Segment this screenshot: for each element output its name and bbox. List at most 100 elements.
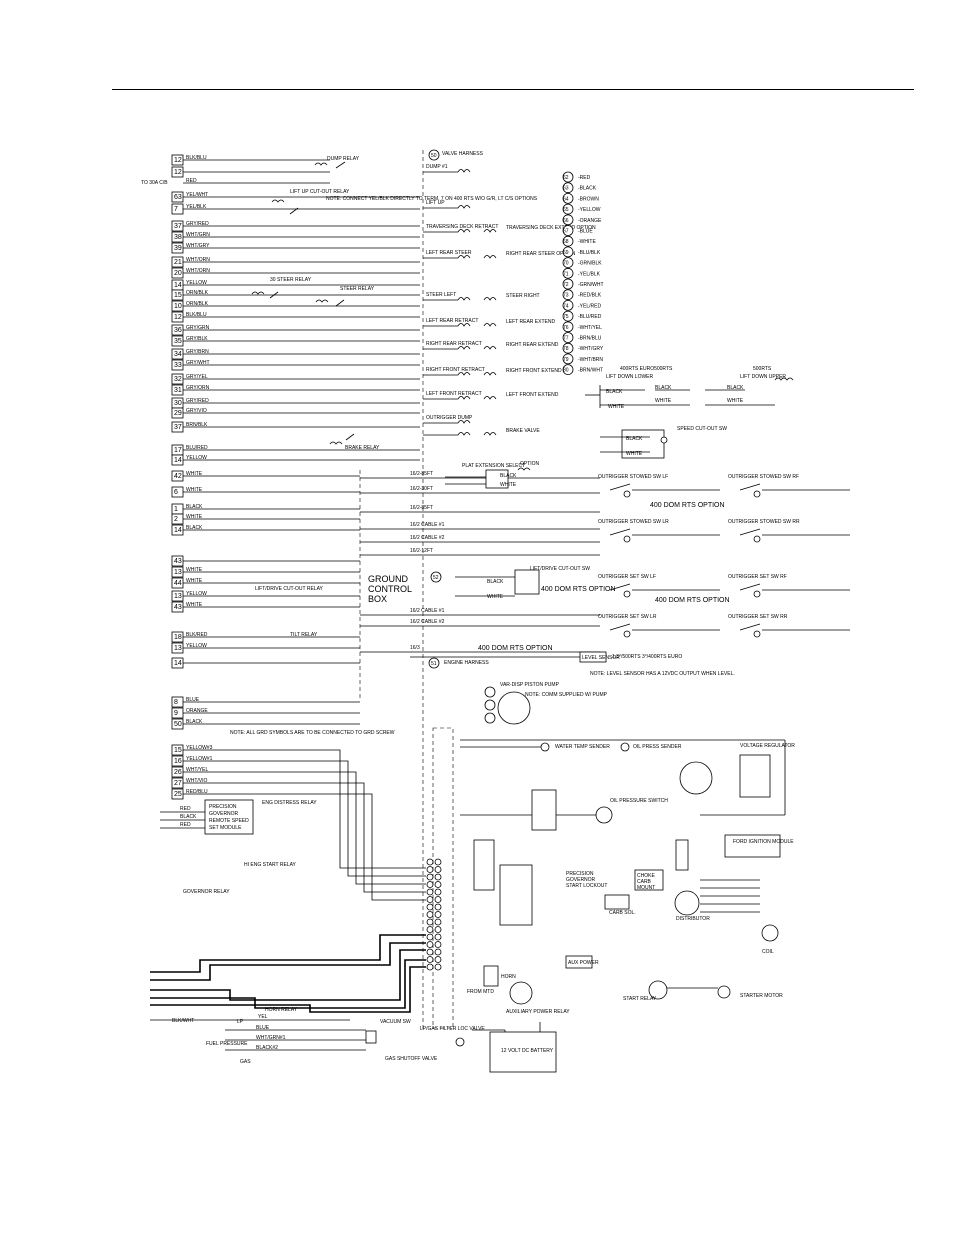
wire-code-number: 65 <box>563 207 569 213</box>
terminal-number: 38 <box>174 234 182 241</box>
outrigger-switch-6: OUTRIGGER SET SW RF <box>728 574 850 598</box>
fuel-section: VACUUM SW LP/GAS FILTER LOC VALVE GAS SH… <box>206 1019 485 1065</box>
wire-label: WHT/VIO <box>186 778 207 784</box>
outrigger-label: OUTRIGGER SET SW RF <box>728 574 787 580</box>
wire-label: GRY/BLK <box>186 336 208 342</box>
svg-text:GAS SHUTOFF VALVE: GAS SHUTOFF VALVE <box>385 1056 438 1062</box>
wire-code-number: 63 <box>563 186 569 192</box>
valve-label: LEFT REAR RETRACT <box>426 318 478 324</box>
wire-label: ORANGE <box>186 708 208 714</box>
svg-text:VOLTAGE REGULATOR: VOLTAGE REGULATOR <box>740 743 795 749</box>
cable-label-6: 16/2 CABLE #1 <box>410 608 445 614</box>
svg-text:VAR-DISP PISTON PUMP: VAR-DISP PISTON PUMP <box>500 682 560 688</box>
wire-label: WHITE <box>186 471 203 477</box>
wire-code-number: 80 <box>563 368 569 374</box>
wire-code-label: -RED/BLK <box>578 293 602 299</box>
wire-label: BLACK <box>186 719 203 725</box>
terminal-number: 36 <box>174 327 182 334</box>
wire-code-74: 74-YEL/RED <box>562 299 601 311</box>
rts-option-label-1: 400 DOM RTS OPTION <box>650 502 725 509</box>
engine-terminal-24 <box>426 963 442 971</box>
wire-label: GRY/YEL <box>186 374 208 380</box>
starter-motor: STARTER MOTOR <box>667 985 783 999</box>
wire-code-label: -BLU/BLK <box>578 250 601 256</box>
wire-code-label: -YEL/RED <box>578 303 601 309</box>
middle-terminal-12: 14 <box>171 657 360 669</box>
wire-label: YEL/BLK <box>186 204 207 210</box>
terminal-number: 15 <box>174 747 182 754</box>
wire-code-71: 71-YEL/BLK <box>562 267 601 279</box>
wire-code-label: -WHT/GRY <box>578 346 604 352</box>
start-lockout-module: PRECISION GOVERNOR START LOCKOUT <box>473 789 607 926</box>
terminal-number: 14 <box>174 282 182 289</box>
wire-code-69: 69-BLU/BLK <box>562 246 601 258</box>
svg-text:START RELAY: START RELAY <box>623 996 657 1002</box>
valve-label: OUTRIGGER DUMP <box>426 415 473 421</box>
wire-label: WHITE <box>186 567 203 573</box>
wire-label: YELLOW <box>186 643 207 649</box>
wire-code-number: 71 <box>563 271 569 277</box>
engine-terminal-22 <box>426 948 442 956</box>
outrigger-label: OUTRIGGER SET SW LR <box>598 614 657 620</box>
outrigger-switch-5: OUTRIGGER STOWED SW RR <box>728 519 850 543</box>
wire-code-79: 79-WHT/BRN <box>562 353 603 365</box>
wire-label: WHT/ORN <box>186 268 210 274</box>
svg-text:NOTE: LEVEL SENSOR HAS A 12VDC: NOTE: LEVEL SENSOR HAS A 12VDC OUTPUT WH… <box>590 671 735 677</box>
valve-label: RIGHT FRONT RETRACT <box>426 367 485 373</box>
engine-terminal-15 <box>426 896 442 903</box>
wire-code-number: 77 <box>563 336 569 342</box>
terminal-number: 8 <box>174 699 178 706</box>
wire-label: BLUE <box>186 697 200 703</box>
brake-relay <box>329 433 355 445</box>
svg-text:ENGINE HARNESS: ENGINE HARNESS <box>444 660 489 666</box>
wire-code-label: -BRN/BLU <box>578 336 602 342</box>
wire-code-label: -ORANGE <box>578 218 602 224</box>
svg-text:VALVE HARNESS: VALVE HARNESS <box>442 151 484 157</box>
terminal-number: 50 <box>174 721 182 728</box>
engine-terminal-10 <box>426 858 442 866</box>
wire-code-number: 70 <box>563 261 569 267</box>
left-terminal-wires <box>183 159 420 461</box>
wire-code-77: 77 -BRN/BLU <box>562 332 602 343</box>
engine-terminal-20 <box>426 933 442 941</box>
wire-code-number: 72 <box>563 282 569 288</box>
ignition-section: CARB SOL. CHOKE CARB MOUNT FORD IGNITION… <box>604 834 794 955</box>
ground-control-box-label-2: CONTROL <box>368 584 412 594</box>
outrigger-switch-4: OUTRIGGER STOWED SW RF <box>728 474 850 498</box>
valve-9: OUTRIGGER DUMP <box>423 415 473 424</box>
terminal-number: 15 <box>174 292 182 299</box>
outrigger-label: OUTRIGGER STOWED SW LR <box>598 519 669 525</box>
terminal-number: 27 <box>174 780 182 787</box>
terminal-number: 6 <box>174 489 178 496</box>
terminal-number: 43 <box>174 604 182 611</box>
svg-text:BLACK: BLACK <box>487 579 504 585</box>
rts-option-label-4: 400 DOM RTS OPTION <box>478 645 553 652</box>
svg-text:PRECISION: PRECISION <box>209 804 237 810</box>
wire-code-label: -BRN/WHT <box>578 368 603 374</box>
svg-text:LIFT DOWN LOWER: LIFT DOWN LOWER <box>606 374 654 380</box>
cable-label-1: 16/2-30FT <box>410 486 433 492</box>
terminal-number: 29 <box>174 410 182 417</box>
svg-text:LEVEL SENSOR: LEVEL SENSOR <box>582 655 620 661</box>
terminal-number: 37 <box>174 424 182 431</box>
svg-text:BLACK: BLACK <box>655 385 672 391</box>
ground-control-box-label-3: BOX <box>368 594 387 604</box>
svg-text:51: 51 <box>431 661 437 667</box>
wire-code-68: 68-WHITE <box>562 235 596 247</box>
valve-label: TRAVERSING DECK RETRACT <box>426 224 498 230</box>
svg-text:AUX POWER: AUX POWER <box>568 960 599 966</box>
